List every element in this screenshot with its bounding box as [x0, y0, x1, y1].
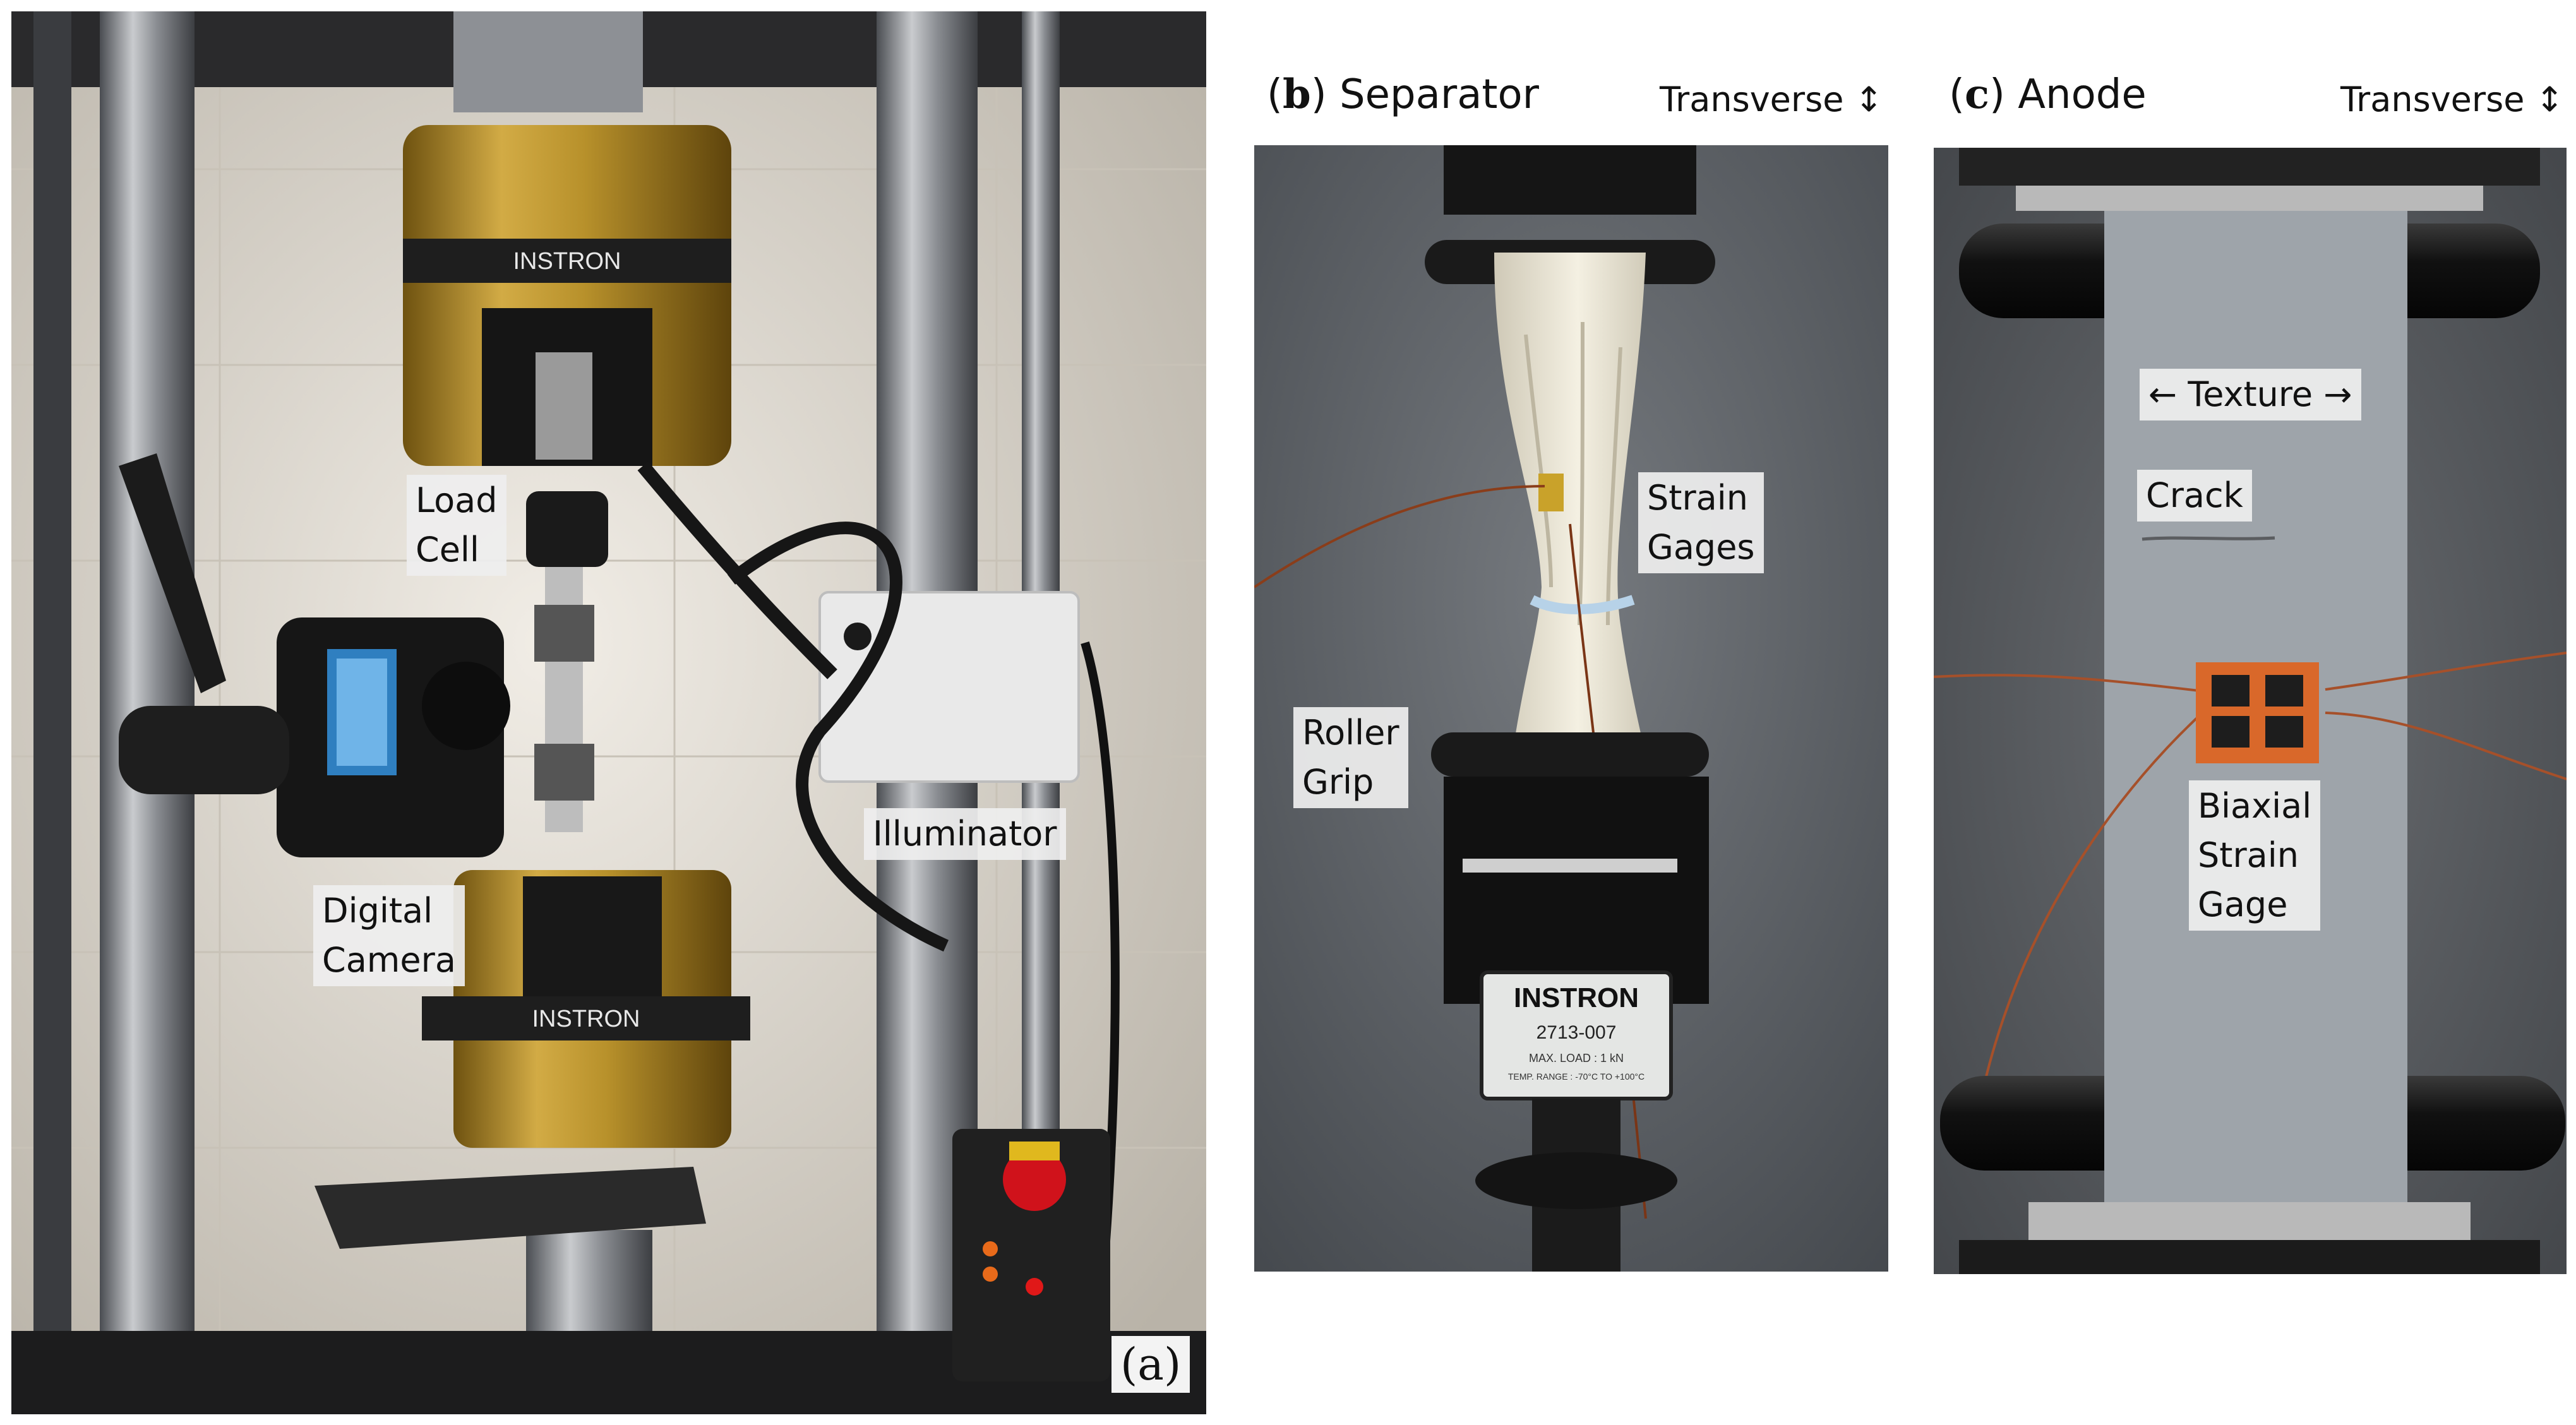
- biaxial-strain-gage-label: Biaxial Strain Gage: [2189, 780, 2321, 931]
- instron-upper-mark: INSTRON: [513, 248, 621, 275]
- anode-specimen-photo: [1934, 148, 2567, 1274]
- photo-panel-b: INSTRON 2713-007 MAX. LOAD : 1 kN TEMP. …: [1254, 145, 1888, 1272]
- grip-plate-model: 2713-007: [1537, 1022, 1617, 1043]
- panel-c-letter: c: [1964, 71, 1989, 118]
- grip-plate-brand: INSTRON: [1514, 982, 1639, 1013]
- panel-b-title: Separator: [1339, 71, 1539, 118]
- strain-gages-label: Strain Gages: [1638, 472, 1764, 573]
- panel-b-heading: (b) Separator: [1267, 71, 1539, 118]
- panel-c-direction: Transverse ↕: [2340, 80, 2564, 119]
- grip-plate-max-load: MAX. LOAD : 1 kN: [1529, 1052, 1624, 1064]
- illuminator-label: Illuminator: [864, 808, 1066, 860]
- digital-camera-label: Digital Camera: [313, 885, 465, 986]
- load-cell-label: Load Cell: [407, 475, 506, 576]
- roller-grip-label: Roller Grip: [1293, 707, 1408, 808]
- texture-label: ← Texture →: [2140, 369, 2361, 420]
- photo-panel-a: INSTRON INSTRON: [11, 11, 1206, 1414]
- crack-label: Crack: [2137, 470, 2252, 522]
- grip-plate-temp-range: TEMP. RANGE : -70°C TO +100°C: [1508, 1071, 1644, 1082]
- test-frame-photo: INSTRON INSTRON: [11, 11, 1206, 1414]
- panel-b-direction: Transverse ↕: [1660, 80, 1883, 119]
- panel-c-heading: (c) Anode: [1949, 71, 2147, 118]
- photo-panel-c: ← Texture → Crack Biaxial Strain Gage: [1934, 148, 2567, 1274]
- panel-b-letter: b: [1282, 71, 1311, 118]
- panel-c-title: Anode: [2018, 71, 2147, 118]
- instron-lower-mark: INSTRON: [532, 1006, 640, 1032]
- panel-a-letter: (a): [1111, 1336, 1190, 1393]
